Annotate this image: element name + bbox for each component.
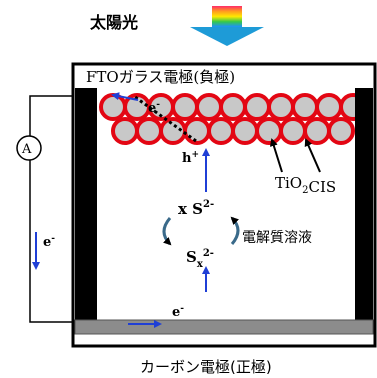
electron-top-label: e- [148, 100, 160, 116]
tio2-cis-particle [231, 117, 259, 145]
tio2-cis-particle [339, 93, 355, 121]
carbon-electrode-label: カーボン電極(正極) [140, 358, 272, 376]
tio2-cis-particle [279, 117, 307, 145]
tio2-cis-particle [135, 117, 163, 145]
ammeter-label: A [21, 142, 32, 157]
tio2-cis-particle [195, 93, 223, 121]
tio2-cis-particle [219, 93, 247, 121]
tio2-cis-particle [243, 93, 271, 121]
material-label: TiO2CIS [275, 174, 336, 196]
electron-path-dotted [134, 95, 197, 143]
redox-bottom-label: Sx2- [186, 248, 214, 270]
redox-cycle-arrow-right-icon [230, 216, 240, 245]
redox-cycle-arrow-left-icon [162, 217, 172, 246]
tio2-cis-particle [327, 117, 355, 145]
tio2-cis-particle [315, 93, 343, 121]
tio2-cis-particle [183, 117, 211, 145]
tio2-cis-particle [255, 117, 283, 145]
circuit-electron-label: e- [43, 234, 55, 250]
sunlight-arrow-icon [190, 6, 264, 46]
tio2-pointer-arrow [269, 138, 283, 173]
hole-label: h+ [182, 150, 199, 166]
tio2-cis-particle [267, 93, 295, 121]
electron-injection-arrow [111, 92, 139, 101]
tio2-cis-particle [171, 93, 199, 121]
tio2-cis-particle [303, 117, 331, 145]
fto-electrode-label: FTOガラス電極(負極) [86, 68, 235, 86]
left-wall [75, 88, 97, 320]
carbon-electrode [74, 319, 374, 335]
tio2-cis-particle [159, 117, 187, 145]
tio2-cis-particle [291, 93, 319, 121]
ammeter-icon [16, 135, 42, 161]
cell-frame [71, 62, 377, 348]
tio2-cis-particle [111, 117, 139, 145]
tio2-cis-particle [207, 117, 235, 145]
right-wall [355, 88, 373, 320]
cis-pointer-arrow [304, 138, 321, 173]
tio2-cis-particle [99, 93, 127, 121]
electrolyte-label: 電解質溶液 [242, 230, 312, 246]
redox-top-label: x S2- [178, 199, 214, 218]
sunlight-label: 太陽光 [89, 13, 138, 32]
electron-bottom-label: e- [172, 304, 184, 320]
external-circuit-wire [29, 95, 73, 323]
